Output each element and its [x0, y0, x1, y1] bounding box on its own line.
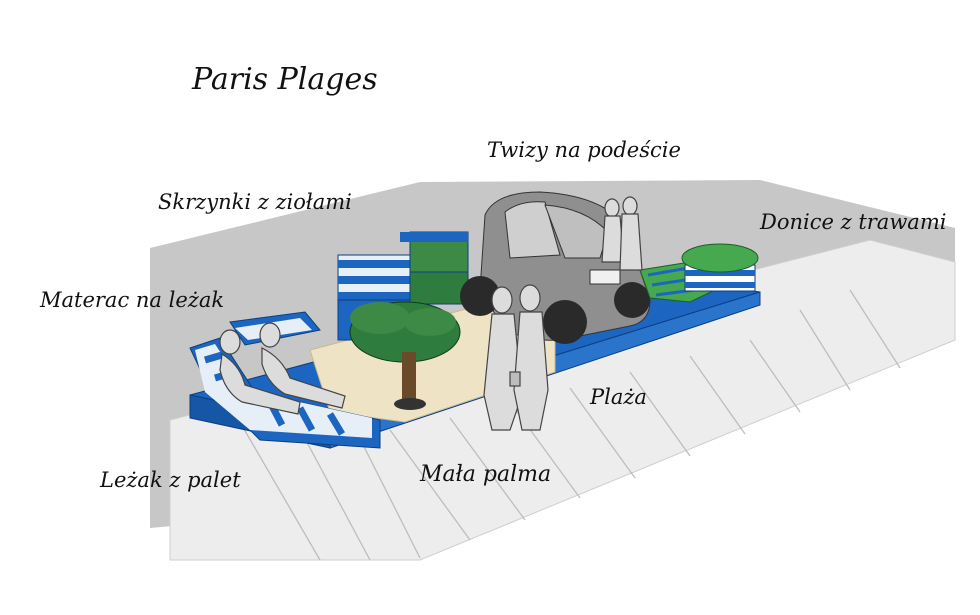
standing-people-beach	[483, 284, 549, 431]
seated-people	[219, 322, 346, 415]
label-mattress: Materac na leżak	[40, 288, 225, 312]
grass-planter	[681, 243, 759, 292]
label-grass-planters: Donice z trawami	[760, 210, 947, 234]
label-pallet-lounger: Leżak z palet	[100, 468, 241, 492]
label-small-palm: Mała palma	[420, 462, 552, 487]
title: Paris Plages	[192, 62, 378, 97]
standing-people-car	[601, 196, 643, 271]
label-beach: Plaża	[590, 385, 647, 409]
label-twizy: Twizy na podeście	[487, 138, 681, 162]
sidewalk	[169, 239, 956, 561]
label-herb-boxes: Skrzynki z ziołami	[158, 190, 352, 214]
palm-tree	[349, 301, 461, 410]
